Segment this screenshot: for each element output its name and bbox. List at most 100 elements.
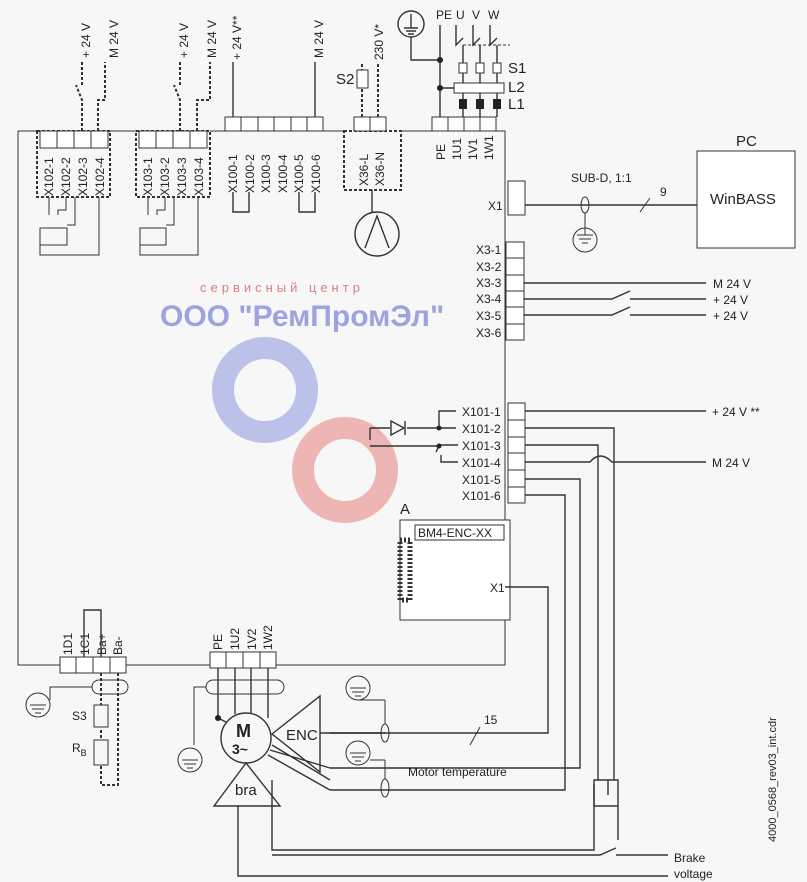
x100-m24v-label: M 24 V (312, 20, 326, 58)
brake-resistor-connector: 1D1 1C1 Ba+ Ba- S3 RB (25, 609, 129, 786)
watermark-line1: сервисный центр (200, 280, 364, 295)
w-label: W (488, 8, 500, 22)
terminal-x101-2: X101-2 (462, 422, 501, 436)
terminal-x101-3: X101-3 (462, 439, 501, 453)
mains-input: PE U V W S1 L2 L1 PE 1U1 1V1 1W1 (397, 8, 526, 160)
ground-icon (572, 227, 598, 253)
encoder-icon (270, 694, 321, 774)
fan-icon (354, 211, 400, 257)
terminal-x3-1: X3-1 (476, 243, 502, 257)
terminal-x3-5: X3-5 (476, 309, 502, 323)
terminal-1d1: 1D1 (61, 633, 75, 655)
module-port-x1: X1 (490, 581, 505, 595)
ground-icon (345, 740, 371, 766)
pc-title: PC (736, 133, 757, 150)
watermark-logo: сервисный центр ООО "РемПромЭл" (160, 280, 444, 523)
terminal-x3-4: X3-4 (476, 292, 502, 306)
terminal-x101-1: X101-1 (462, 405, 501, 419)
terminal-x100-5: X100-5 (292, 154, 306, 193)
terminal-x103-2: X103-2 (158, 157, 172, 196)
terminal-pe: PE (434, 144, 448, 160)
gear-icon (292, 417, 398, 523)
terminal-ba-plus: Ba+ (95, 633, 109, 655)
x3-4-signal: + 24 V (713, 293, 748, 307)
pc-box (696, 150, 796, 249)
s3-label: S3 (72, 709, 87, 723)
terminal-x36-l: X36-L (357, 154, 371, 186)
terminal-motor-pe: PE (211, 634, 225, 650)
connector-x100: X100-1 X100-2 X100-3 X100-4 X100-5 X100-… (224, 15, 326, 213)
connector-x101: X101-1 X101-2 X101-3 X101-4 X101-5 X101-… (271, 402, 760, 851)
v-label: V (472, 8, 480, 22)
terminal-x101-4: X101-4 (462, 456, 501, 470)
terminal-x102-3: X102-3 (76, 157, 90, 196)
x103-m24v-label: M 24 V (205, 20, 219, 58)
brake-voltage-label-2: voltage (674, 867, 713, 881)
terminal-x3-3: X3-3 (476, 276, 502, 290)
brake-icon (212, 761, 282, 807)
s2-fuse (356, 69, 369, 89)
terminal-1v1: 1V1 (466, 138, 480, 160)
terminal-x100-3: X100-3 (259, 154, 273, 193)
encoder-label: ENC (286, 727, 318, 744)
watermark-line2: ООО "РемПромЭл" (160, 300, 444, 333)
cable-number-9: 9 (660, 185, 667, 199)
x103-plus24v-label: + 24 V (177, 23, 191, 58)
terminal-x102-4: X102-4 (93, 157, 107, 196)
x36-230v-label: 230 V* (372, 24, 386, 60)
motor-temperature-label: Motor temperature (408, 765, 507, 779)
x1-label: X1 (488, 199, 503, 213)
connector-x102: X102-1 X102-2 X102-3 X102-4 + 24 V M 24 … (36, 20, 121, 256)
connector-x3: X3-1 X3-2 X3-3 X3-4 X3-5 X3-6 M 24 V + 2… (476, 241, 751, 341)
terminal-x103-1: X103-1 (141, 157, 155, 196)
l1-label: L1 (508, 96, 525, 113)
terminal-x102-2: X102-2 (59, 157, 73, 196)
brake-label: bra (235, 782, 257, 799)
controller-board-outline (17, 130, 506, 666)
terminal-x100-2: X100-2 (243, 154, 257, 193)
ground-icon (177, 747, 203, 773)
terminal-x103-3: X103-3 (175, 157, 189, 196)
motor-phases: 3~ (232, 741, 248, 757)
l2-label: L2 (508, 79, 525, 96)
module-bm4-enc: A BM4-ENC-XX X1 (330, 501, 549, 734)
pc-software: WinBASS (710, 191, 776, 208)
x101-m24v-signal: M 24 V (712, 456, 750, 470)
u-label: U (456, 8, 465, 22)
rb-label: RB (72, 741, 87, 758)
module-name: BM4-ENC-XX (418, 526, 492, 540)
s2-label: S2 (336, 71, 354, 88)
x102-plus24v-label: + 24 V (79, 23, 93, 58)
gear-icon (212, 337, 318, 443)
terminal-x101-6: X101-6 (462, 489, 501, 503)
motor-symbol: M (236, 721, 251, 741)
terminal-x101-5: X101-5 (462, 473, 501, 487)
terminal-x103-4: X103-4 (192, 157, 206, 196)
terminal-1w1: 1W1 (482, 135, 496, 160)
connector-x103: X103-1 X103-2 X103-3 X103-4 + 24 V M 24 … (135, 20, 219, 256)
terminal-ba-minus: Ba- (111, 636, 125, 655)
x102-m24v-label: M 24 V (107, 20, 121, 58)
drawing-id: 4000_0568_rev03_int.cdr (767, 717, 779, 842)
terminal-1w2: 1W2 (261, 625, 275, 650)
brake-voltage-label-1: Brake (674, 851, 706, 865)
diode-icon (390, 419, 406, 437)
terminal-x36-n: X36-N (373, 152, 387, 186)
terminal-x102-1: X102-1 (42, 157, 56, 196)
pe-label: PE (436, 8, 452, 22)
motor-connector: PE 1U2 1V2 1W2 M 3~ ENC bra 15 Motor tem… (177, 625, 713, 881)
terminal-1u1: 1U1 (450, 138, 464, 160)
terminal-1v2: 1V2 (245, 628, 259, 650)
module-ref: A (400, 501, 410, 518)
x3-3-signal: M 24 V (713, 277, 751, 291)
terminal-1c1: 1C1 (78, 633, 92, 655)
x100-plus24v-label: + 24 V** (230, 15, 244, 60)
s1-label: S1 (508, 60, 526, 77)
pc-connection: X1 SUB-D, 1:1 9 PC WinBASS (488, 133, 796, 253)
motor-cable-number: 15 (484, 713, 498, 727)
terminal-x3-6: X3-6 (476, 326, 502, 340)
ground-icon (25, 692, 51, 718)
connector-x36: X36-L X36-N S2 230 V* (336, 24, 402, 257)
